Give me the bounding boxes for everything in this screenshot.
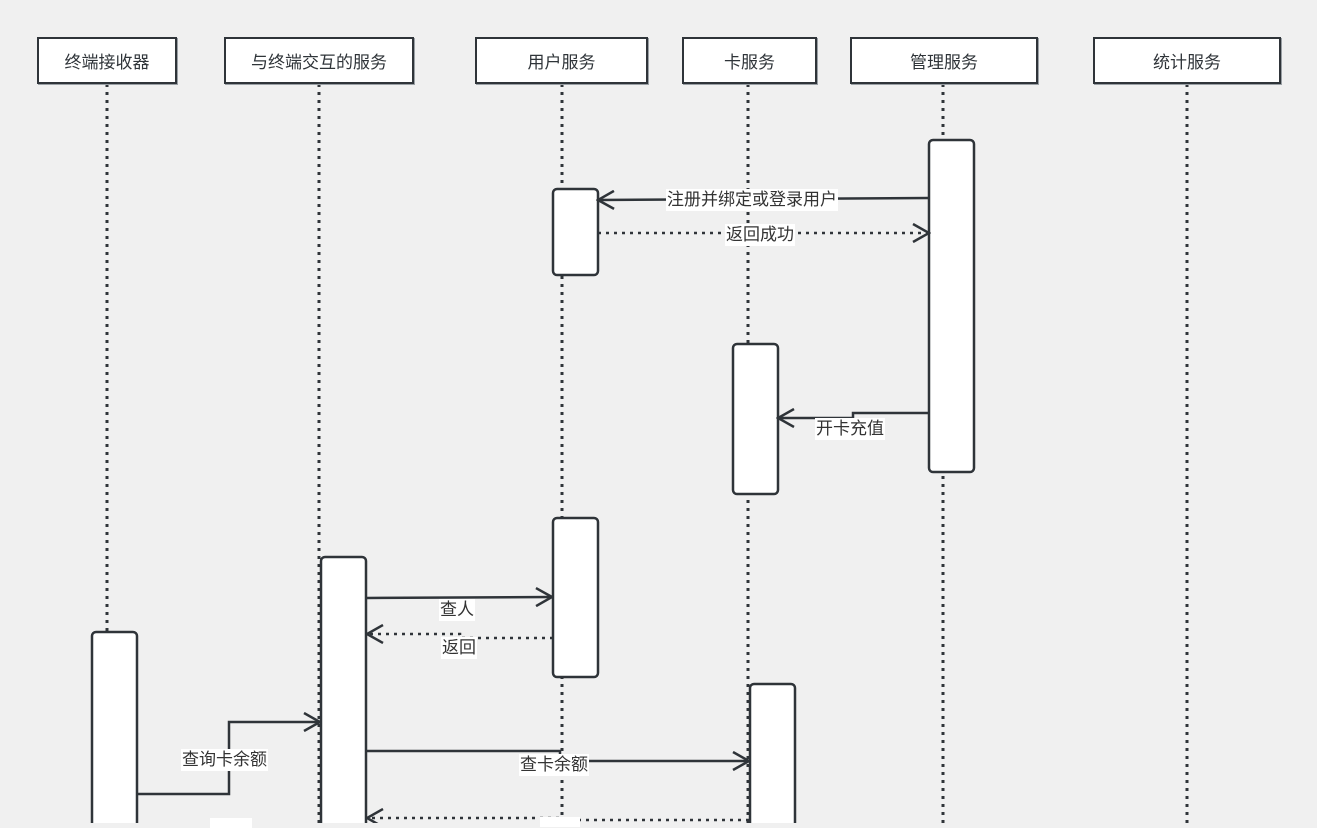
activation-card-service-2: [748, 682, 797, 823]
participant-stats-service: 统计服务: [1093, 37, 1281, 84]
activation-user-service-2: [551, 516, 600, 679]
message-arrow-query-person: [365, 597, 552, 598]
participant-label: 管理服务: [910, 53, 978, 73]
activation-terminal-receiver: [90, 630, 139, 823]
participant-label: 统计服务: [1153, 53, 1221, 73]
participant-terminal-receiver: 终端接收器: [37, 37, 177, 84]
message-label-return: 返回: [441, 637, 477, 659]
participant-admin-service: 管理服务: [850, 37, 1038, 84]
participant-label: 用户服务: [527, 53, 596, 73]
activation-card-service-1: [731, 342, 780, 496]
message-label-card-return: [540, 817, 580, 827]
participant-label: 与终端交互的服务: [251, 53, 387, 73]
message-label-query-person: 查人: [439, 599, 475, 621]
message-label-check-card-balance: 查卡余额: [519, 754, 589, 776]
message-label-return-success: 返回成功: [725, 224, 795, 246]
message-label-register-user: 注册并绑定或登录用户: [666, 189, 838, 211]
activation-terminal-service: [319, 555, 368, 823]
message-label-terminal-return: [210, 818, 252, 828]
participant-card-service: 卡服务: [682, 37, 817, 84]
participant-user-service: 用户服务: [475, 37, 648, 84]
message-label-query-card-balance: 查询卡余额: [181, 749, 268, 771]
participant-terminal-service: 与终端交互的服务: [224, 37, 414, 84]
participant-label: 终端接收器: [64, 53, 150, 73]
participant-label: 卡服务: [724, 53, 775, 73]
message-label-open-card: 开卡充值: [815, 418, 885, 440]
activation-user-service-1: [551, 187, 600, 277]
activation-admin-service: [927, 138, 976, 474]
